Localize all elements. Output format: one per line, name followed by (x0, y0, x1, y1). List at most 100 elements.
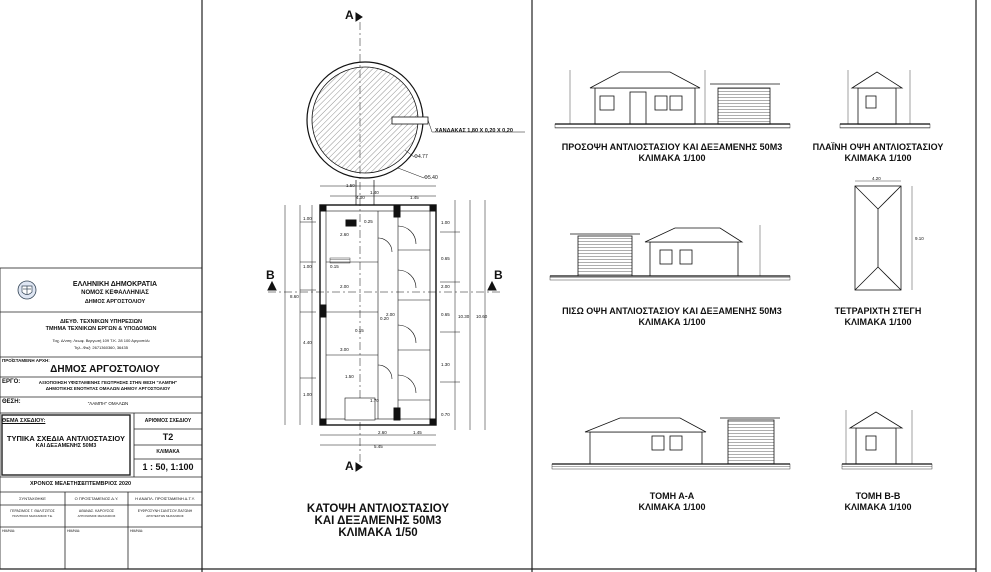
dim-mid-5: 0.20 (380, 316, 389, 321)
tb-republic: ΕΛΛΗΝΙΚΗ ΔΗΜΟΚΡΑΤΙΑ (72, 281, 158, 288)
tb-prefecture: ΝΟΜΟΣ ΚΕΦΑΛΛΗΝΙΑΣ (81, 290, 149, 296)
front-elevation (554, 70, 791, 129)
tb-date-label: ΧΡΟΝΟΣ ΜΕΛΕΤΗΣ : (30, 481, 85, 487)
dim-mid-2: 0.15 (330, 264, 339, 269)
manhole (391, 116, 429, 125)
dim-mid-3: 0.15 (355, 328, 364, 333)
tb-col3: Η ΑΝΑΠΛ. ΠΡΟΪΣΤΑΜΕΝΗ Δ.Τ.Υ. (135, 496, 195, 501)
tb-scale: 1 : 50, 1:100 (142, 462, 194, 472)
dim-left-1: 1.00 (303, 216, 312, 221)
dim-top-3: 4.00 (356, 195, 365, 200)
tb-project-label: ΕΡΓΟ: (2, 379, 21, 385)
back-elevation (549, 225, 791, 281)
dim-mid-1: 0.25 (364, 219, 373, 224)
side-elevation (839, 70, 931, 129)
section-arrow-b-right (487, 280, 497, 291)
tb-drawing-no: T2 (162, 432, 174, 442)
manhole-note: ΧΑΝΔΑΚΑΣ 1,80 X 0,20 X 0,20 (435, 128, 513, 134)
dim-mid-7: 1.70 (370, 398, 379, 403)
roof-dim-height: 9.10 (915, 236, 924, 241)
coat-of-arms-icon (17, 280, 37, 300)
tb-role2: ΑΓΡΟΝΟΜΟΣ ΜΗΧΑΝΙΚΟΣ (77, 514, 116, 518)
tb-date: ΣΕΠΤΕΜΒΡΙΟΣ 2020 (78, 481, 132, 487)
tb-name3: ΕΥΦΡΟΣΥΝΗ ΣΑΝΤΣΟΥ-ΠΑΓΩΝΗ (137, 509, 193, 513)
dim-right-2: 0.65 (441, 256, 450, 261)
plan-caption-3: ΚΛΙΜΑΚΑ 1/50 (338, 527, 418, 539)
plan-view (267, 12, 525, 472)
tb-date-sig-2: ΗΜ/ΝΙΑ: (67, 529, 81, 533)
dim-mid-6: 2.00 (386, 312, 395, 317)
dim-top-1: 1.50 (346, 183, 355, 188)
tb-role1: ΠΟΛΙΤΙΚΟΣ ΜΗΧΑΝΙΚΟΣ Τ.Ε. (12, 514, 53, 518)
tb-date-sig-1: ΗΜ/ΝΙΑ: (2, 529, 16, 533)
dim-right-total-2: 10.60 (476, 314, 488, 319)
tb-role3: ΑΡΧΙΤΕΚΤΩΝ ΜΗΧΑΝΙΚΟΣ (146, 514, 184, 518)
back-caption-2: ΚΛΙΜΑΚΑ 1/100 (638, 317, 706, 327)
front-caption-2: ΚΛΙΜΑΚΑ 1/100 (638, 153, 706, 163)
section-a-a (551, 417, 791, 470)
dim-left-6: 3.00 (340, 347, 349, 352)
dim-left-3: 1.00 (303, 264, 312, 269)
tb-drawing-no-label: ΑΡΙΘΜΟΣ ΣΧΕΔΙΟΥ (144, 418, 192, 424)
tb-name2: ΑΘΑΝΑΣ. ΚΑΡΟΥΣΟΣ (78, 509, 115, 513)
tb-project-2: ΔΗΜΟΤΙΚΗΣ ΕΝΟΤΗΤΑΣ ΟΜΑΛΩΝ ΔΗΜΟΥ ΑΡΓΟΣΤΟΛ… (45, 386, 171, 391)
section-label-a-bottom: A (345, 459, 354, 473)
roof-dim-width: 4.20 (872, 176, 881, 181)
tb-department: ΤΜΗΜΑ ΤΕΧΝΙΚΩΝ ΕΡΓΩΝ & ΥΠΟΔΟΜΩΝ (45, 326, 157, 332)
dim-mid-4: 1.50 (345, 374, 354, 379)
tb-authority: ΔΗΜΟΣ ΑΡΓΟΣΤΟΛΙΟΥ (50, 364, 160, 375)
dim-right-1: 1.00 (441, 220, 450, 225)
dim-left-5: 4.40 (303, 340, 312, 345)
tb-municipality: ΔΗΜΟΣ ΑΡΓΟΣΤΟΛΙΟΥ (84, 299, 146, 305)
roof-plan (854, 180, 913, 291)
section-b-caption-1: ΤΟΜΗ Β-Β (855, 491, 901, 501)
dim-left-total: 8.60 (290, 294, 299, 299)
dim-top-2: 1.40 (370, 190, 379, 195)
front-caption-1: ΠΡΟΣΟΨΗ ΑΝΤΛΙΟΣΤΑΣΙΟΥ ΚΑΙ ΔΕΞΑΜΕΝΗΣ 50M3 (561, 142, 783, 152)
plan-caption-1: ΚΑΤΟΨΗ ΑΝΤΛΙΟΣΤΑΣΙΟΥ (306, 503, 450, 515)
tb-project-1: ΑΞΙΟΠΟΙΗΣΗ ΥΦΙΣΤΑΜΕΝΗΣ ΓΕΩΤΡΗΣΗΣ ΣΤΗΝ ΘΕ… (38, 380, 178, 385)
plan-caption-2: ΚΑΙ ΔΕΞΑΜΕΝΗΣ 50M3 (314, 515, 442, 527)
tb-subject-1: ΤΥΠΙΚΑ ΣΧΕΔΙΑ ΑΝΤΛΙΟΣΤΑΣΙΟΥ (6, 434, 126, 443)
tb-location-label: ΘΕΣΗ: (2, 399, 21, 405)
tb-col1: ΣΥΝΤΑΧΘΗΚΕ (19, 496, 46, 501)
dim-right-5: 1.30 (441, 362, 450, 367)
tb-location: "ΛΑΜΠΗ" ΟΜΑΛΩΝ (87, 401, 129, 406)
section-arrow-a-bottom (355, 462, 363, 472)
dim-bottom-2: 1.45 (413, 430, 422, 435)
section-a-caption-2: ΚΛΙΜΑΚΑ 1/100 (638, 502, 706, 512)
section-arrow-a-top (355, 12, 363, 22)
dim-right-4: 0.65 (441, 312, 450, 317)
tb-subject-2: ΚΑΙ ΔΕΞΑΜΕΝΗΣ 50M3 (35, 443, 97, 449)
dim-left-7: 1.00 (303, 392, 312, 397)
dim-bottom-3: 5.45 (374, 444, 383, 449)
tb-phone: Τηλ.-Φαξ: 2671360360, 36435 (74, 345, 128, 350)
tb-subject-label: ΘΕΜΑ ΣΧΕΔΙΟΥ: (2, 418, 46, 424)
tb-authority-label: ΠΡΟΪΣΤΑΜΕΝΗ ΑΡΧΗ: (2, 358, 50, 363)
section-arrow-b-left (267, 280, 277, 291)
dia-outer: Φ5.40 (424, 175, 438, 181)
tb-col2: Ο ΠΡΟΪΣΤΑΜΕΝΟΣ Δ.Υ. (74, 496, 119, 501)
title-block (0, 267, 203, 570)
dim-left-2: 2.60 (340, 232, 349, 237)
dia-inner: Φ4.77 (414, 154, 428, 160)
roof-caption-1: ΤΕΤΡΑΡΙΧΤΗ ΣΤΕΓΗ (834, 306, 922, 316)
side-caption-2: ΚΛΙΜΑΚΑ 1/100 (844, 153, 912, 163)
back-caption-1: ΠΙΣΩ ΟΨΗ ΑΝΤΛΙΟΣΤΑΣΙΟΥ ΚΑΙ ΔΕΞΑΜΕΝΗΣ 50M… (562, 306, 782, 316)
dim-bottom-1: 2.60 (378, 430, 387, 435)
section-label-a-top: A (345, 8, 354, 22)
section-b-b (841, 410, 933, 470)
dim-left-4: 2.00 (340, 284, 349, 289)
tb-address: Ταχ. Δ/νση: Λεωφ. Βεργωτή 109 Τ.Κ. 28 10… (52, 338, 150, 343)
tb-date-sig-3: ΗΜ/ΝΙΑ: (130, 529, 144, 533)
section-b-caption-2: ΚΛΙΜΑΚΑ 1/100 (844, 502, 912, 512)
tb-name1: ΓΕΡΑΣΙΜΟΣ Γ. ΘΑΛΙΤΖΙΤΟΣ (10, 509, 55, 513)
side-caption-1: ΠΛΑΪΝΗ ΟΨΗ ΑΝΤΛΙΟΣΤΑΣΙΟΥ (812, 142, 944, 152)
tb-scale-label: ΚΛΙΜΑΚΑ (156, 449, 180, 455)
dim-right-total-1: 10.30 (458, 314, 470, 319)
section-label-b-right: B (494, 268, 503, 282)
dim-right-6: 0.70 (441, 412, 450, 417)
dim-right-3: 2.00 (441, 284, 450, 289)
